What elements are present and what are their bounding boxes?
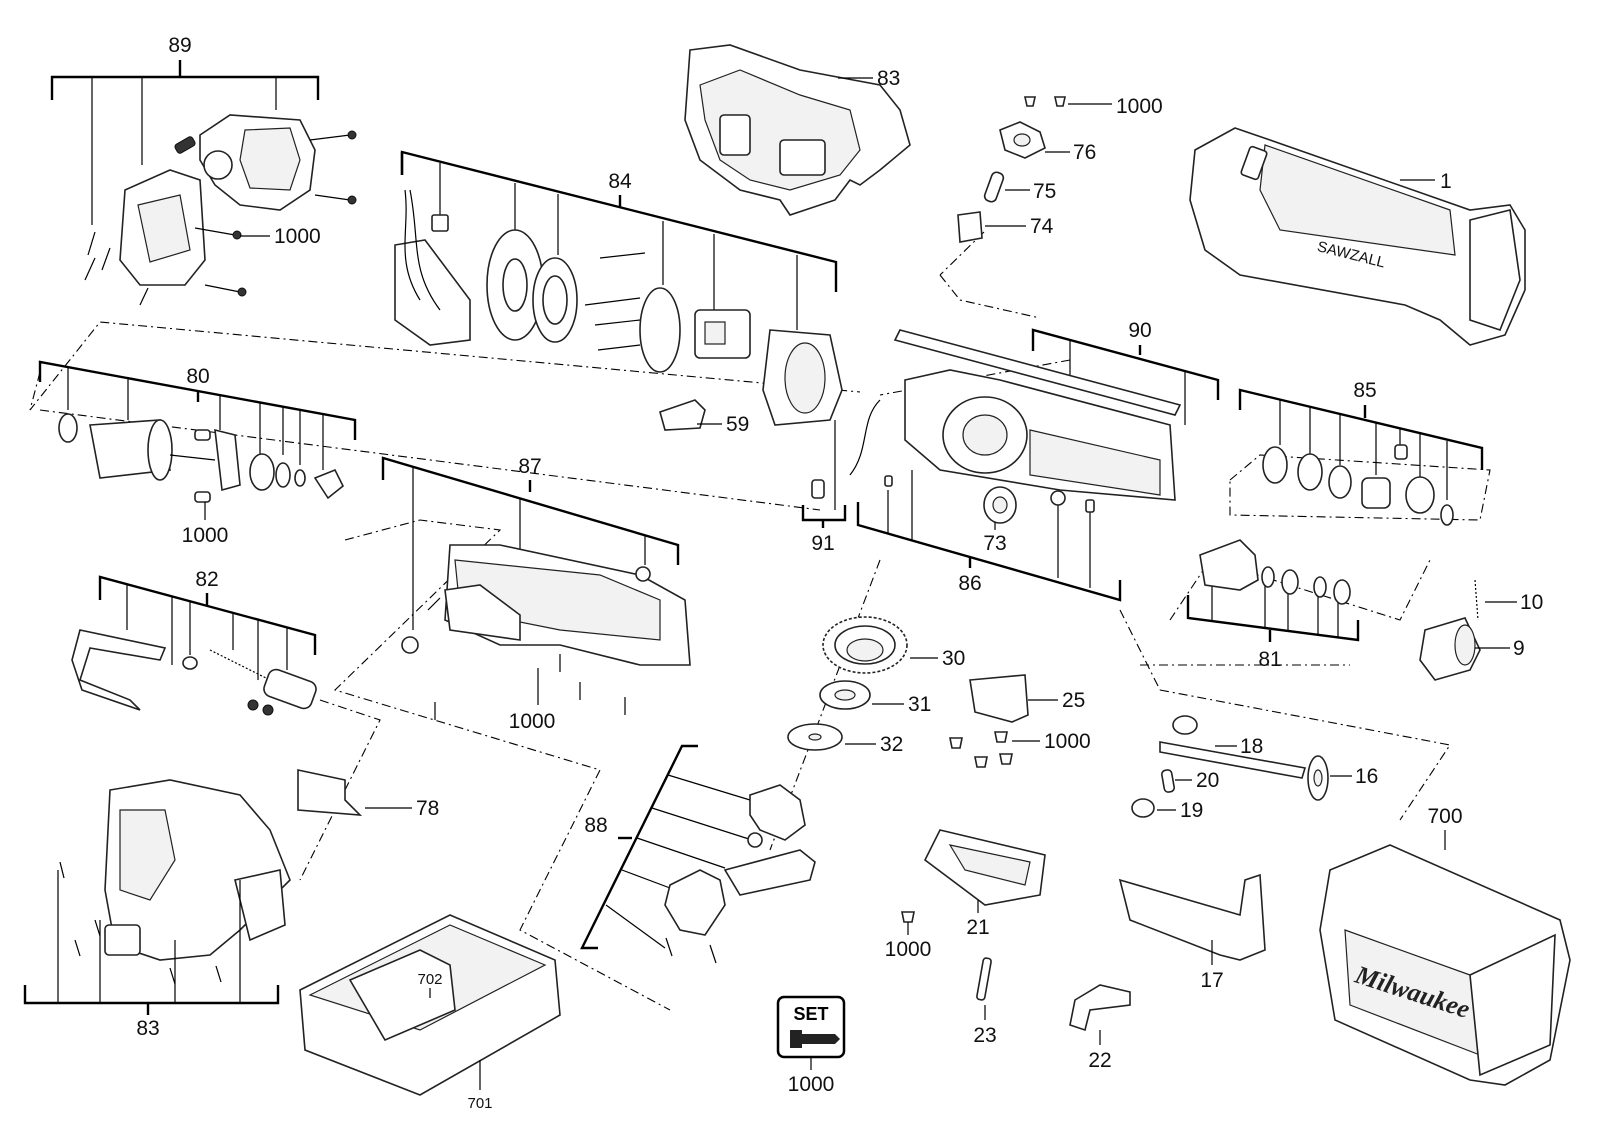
callout-25: 25 (1062, 689, 1085, 712)
part-25: 25 1000 (949, 674, 1091, 768)
callout-23: 23 (973, 1024, 996, 1047)
callout-9: 9 (1513, 637, 1525, 660)
gears: 30 31 32 73 (787, 486, 1017, 756)
group-74-76: 1000 76 75 74 (957, 95, 1163, 243)
group-80: 80 1000 (38, 360, 357, 547)
callout-1000-f: 1000 (885, 938, 932, 961)
parts-9-10: 9 10 (1419, 579, 1543, 681)
callout-16: 16 (1355, 765, 1378, 788)
callout-30: 30 (942, 647, 965, 670)
callout-1000-g: 1000 (788, 1073, 835, 1096)
group-84: 84 59 (394, 150, 843, 436)
callout-86: 86 (958, 572, 981, 595)
callout-1000-b: 1000 (182, 524, 229, 547)
callout-76: 76 (1073, 141, 1096, 164)
callout-18: 18 (1240, 735, 1263, 758)
group-81: 81 (1186, 539, 1360, 671)
callout-22: 22 (1088, 1049, 1111, 1072)
carry-case-700: Milwaukee 700 (1319, 805, 1571, 1086)
callout-87: 87 (518, 455, 541, 478)
set-badge: SET 1000 (776, 995, 846, 1096)
group-83-bottom: 78 83 (23, 769, 439, 1040)
shoe-parts: 21 17 22 23 1000 (885, 829, 1266, 1072)
callout-78: 78 (416, 797, 439, 820)
parts-16-20: 18 16 20 19 (1131, 715, 1378, 822)
group-83-top: 83 (684, 44, 911, 216)
callout-1000-a: 1000 (274, 225, 321, 248)
callout-1000-e: 1000 (1044, 730, 1091, 753)
callout-91: 91 (811, 532, 834, 555)
group-88: 88 (580, 744, 816, 964)
callout-90: 90 (1128, 319, 1151, 342)
callout-85: 85 (1353, 379, 1376, 402)
callout-17: 17 (1200, 969, 1223, 992)
callout-82: 82 (195, 568, 218, 591)
group-85: 85 (1238, 379, 1484, 526)
group-87: 87 1000 (381, 455, 691, 733)
callout-88: 88 (584, 814, 607, 837)
callout-81: 81 (1258, 648, 1281, 671)
callout-83-a: 83 (877, 67, 900, 90)
carry-case-701: 702 701 (299, 914, 561, 1112)
callout-1000-c: 1000 (509, 710, 556, 733)
group-89: 89 1000 (50, 34, 357, 306)
screws-89 (84, 130, 357, 306)
callout-20: 20 (1196, 769, 1219, 792)
callout-80: 80 (186, 365, 209, 388)
callout-19: 19 (1180, 799, 1203, 822)
callout-84: 84 (608, 170, 632, 193)
callout-701: 701 (467, 1095, 492, 1112)
callout-10: 10 (1520, 591, 1543, 614)
callout-73: 73 (983, 532, 1006, 555)
group-86-90: 90 86 91 (801, 319, 1220, 602)
callout-700: 700 (1427, 805, 1462, 828)
callout-83-b: 83 (136, 1017, 159, 1040)
part-1-housing: SAWZALL 1 (1189, 127, 1526, 346)
callout-1: 1 (1440, 170, 1452, 193)
callout-21: 21 (966, 916, 989, 939)
callout-31: 31 (908, 693, 931, 716)
callout-74: 74 (1030, 215, 1054, 238)
callout-75: 75 (1033, 180, 1056, 203)
callout-1000-d: 1000 (1116, 95, 1163, 118)
callout-702: 702 (417, 971, 442, 988)
callout-59: 59 (726, 413, 749, 436)
group-82: 82 (71, 568, 317, 716)
set-badge-label: SET (793, 1004, 828, 1024)
callout-89: 89 (168, 34, 191, 57)
callout-32: 32 (880, 733, 903, 756)
